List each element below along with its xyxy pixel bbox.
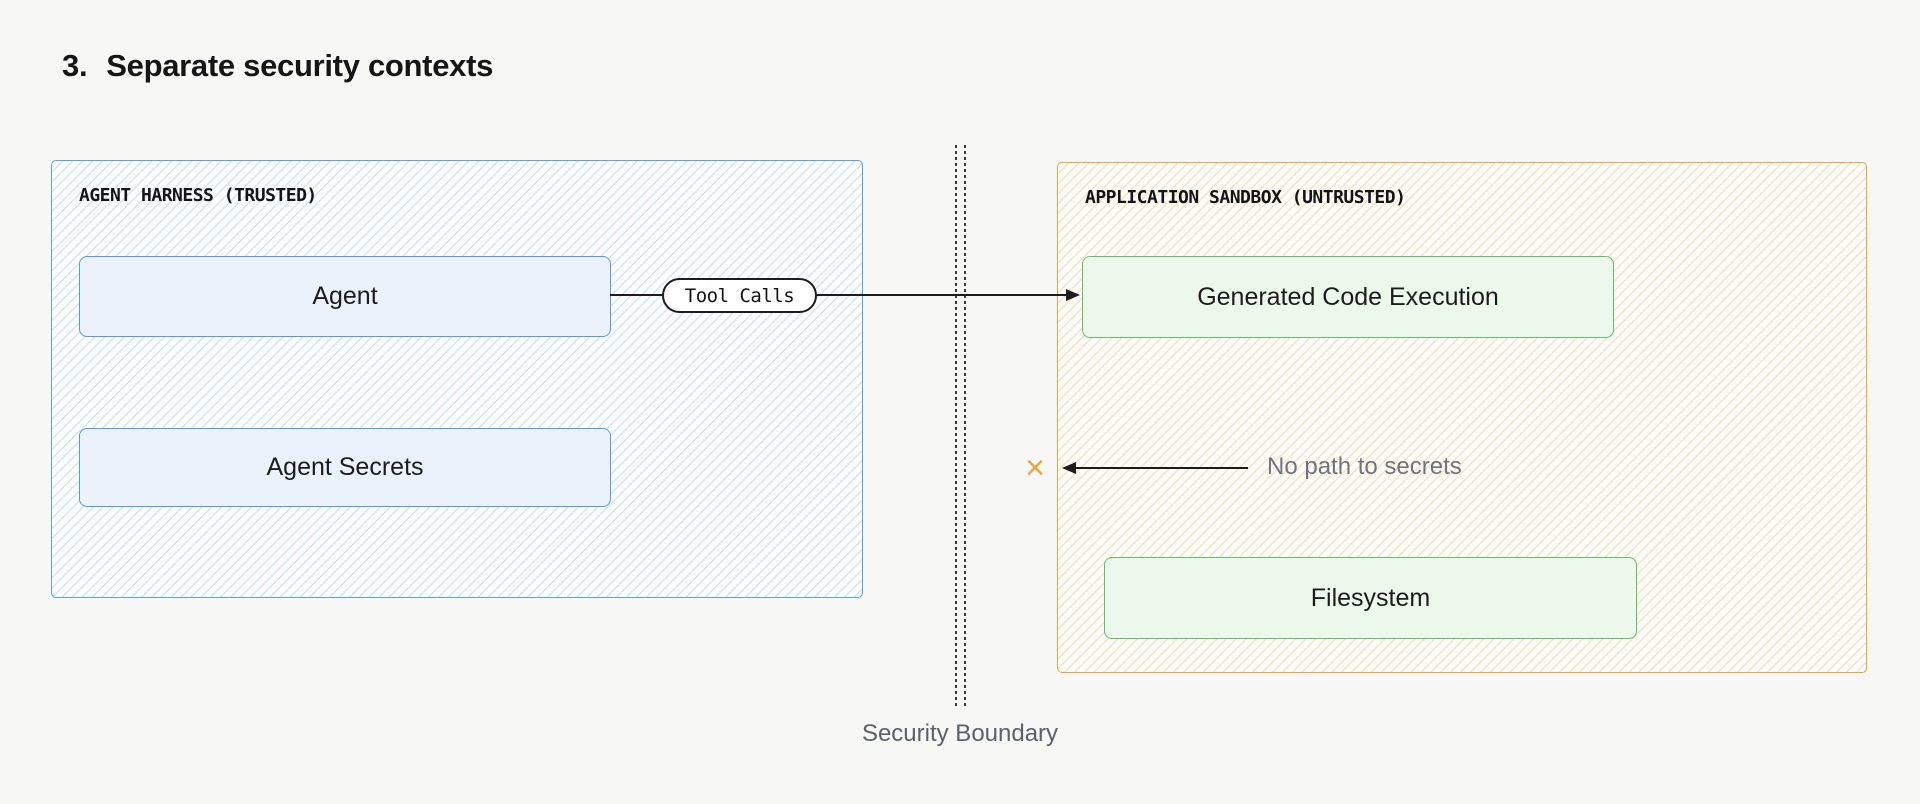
agent-node: Agent <box>79 256 611 337</box>
page-title-text: Separate security contexts <box>106 48 494 83</box>
page-title: 3. Separate security contexts <box>62 48 493 84</box>
no-path-arrow-line <box>1076 467 1248 469</box>
generated-code-execution-node-label: Generated Code Execution <box>1197 282 1499 311</box>
filesystem-node-label: Filesystem <box>1310 583 1431 612</box>
filesystem-node: Filesystem <box>1104 557 1637 639</box>
application-sandbox-zone: APPLICATION SANDBOX (UNTRUSTED) Generate… <box>1057 162 1867 673</box>
security-boundary-line-right <box>964 145 966 706</box>
page-title-number: 3. <box>62 48 88 83</box>
security-boundary-label: Security Boundary <box>861 720 1059 747</box>
security-boundary-line-left <box>955 145 957 706</box>
agent-node-label: Agent <box>312 282 378 310</box>
tool-calls-pill: Tool Calls <box>662 278 817 313</box>
blocked-cross-icon: × <box>1025 449 1045 487</box>
agent-harness-zone: AGENT HARNESS (TRUSTED) Agent Agent Secr… <box>51 160 863 598</box>
no-path-arrowhead-icon <box>1062 461 1076 474</box>
tool-calls-arrow-line <box>610 294 1066 296</box>
application-sandbox-zone-header: APPLICATION SANDBOX (UNTRUSTED) <box>1085 187 1406 208</box>
generated-code-execution-node: Generated Code Execution <box>1082 256 1614 338</box>
agent-harness-zone-header: AGENT HARNESS (TRUSTED) <box>79 185 317 206</box>
tool-calls-arrowhead-icon <box>1066 289 1080 301</box>
agent-secrets-node: Agent Secrets <box>79 428 611 507</box>
no-path-label: No path to secrets <box>1267 453 1462 480</box>
agent-secrets-node-label: Agent Secrets <box>266 453 424 481</box>
